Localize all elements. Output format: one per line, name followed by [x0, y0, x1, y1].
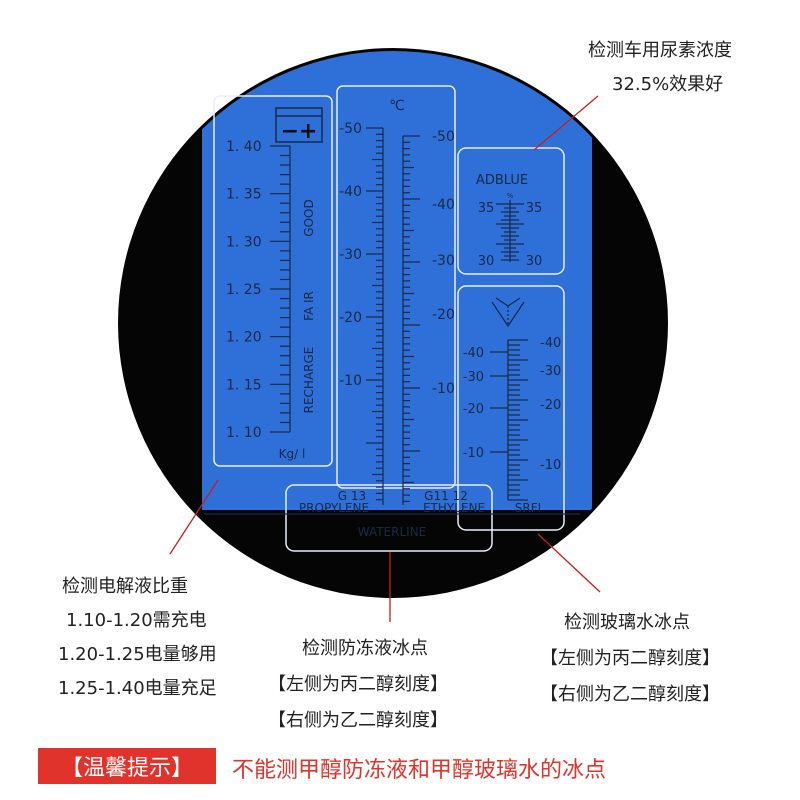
battery-tick-label: 1. 40	[226, 139, 262, 155]
propylene-code: G 13	[338, 489, 366, 503]
waterline-label: WATERLINE	[358, 525, 427, 539]
glass-callout-line-1: 检测玻璃水冰点	[564, 612, 690, 633]
adblue-callout: 检测车用尿素浓度 32.5%效果好	[588, 42, 732, 94]
af-left-tick-label: -10	[339, 373, 362, 389]
glass-callout-line-3: 【右侧为乙二醇刻度】	[540, 684, 720, 705]
celsius-unit: ℃	[389, 98, 405, 114]
tip-text: 不能测甲醇防冻液和甲醇玻璃水的冰点	[232, 758, 607, 783]
battery-callout-line-3: 1.20-1.25电量够用	[58, 644, 217, 665]
srfi-frame	[457, 285, 565, 531]
battery-pointer	[169, 479, 219, 555]
blue-field	[202, 51, 592, 516]
adblue-top-right: 35	[526, 201, 543, 216]
af-left-tick-label: -20	[339, 310, 362, 326]
battery-callout-line-2: 1.10-1.20需充电	[66, 610, 207, 631]
adblue-callout-line-2: 32.5%效果好	[612, 74, 724, 95]
glass-callout-line-2: 【左侧为丙二醇刻度】	[540, 648, 720, 669]
battery-tick-label: 1. 25	[226, 282, 262, 298]
adblue-top-left: 35	[478, 201, 495, 216]
waterline-frame	[285, 484, 493, 552]
af-right-tick-label: -50	[432, 129, 455, 145]
srfi-right-tick-label: -30	[540, 364, 561, 379]
adblue-bottom-right: 30	[526, 254, 543, 269]
battery-label-recharge: RECHARGE	[302, 347, 316, 414]
srfi-left-tick-label: -30	[463, 370, 484, 385]
plus-minus-icon: −+	[275, 107, 323, 144]
srfi-right-tick-label: -40	[540, 336, 561, 351]
battery-callout-line-1: 检测电解液比重	[62, 576, 188, 597]
battery-tick-label: 1. 20	[226, 330, 262, 346]
glass-callout: 检测玻璃水冰点 【左侧为丙二醇刻度】 【右侧为乙二醇刻度】	[540, 614, 720, 704]
af-left-tick-label: -30	[339, 247, 362, 263]
battery-tick-label: 1. 15	[226, 377, 262, 393]
battery-tick-label: 1. 30	[226, 234, 262, 250]
antifreeze-callout: 检测防冻液冰点 【左侧为丙二醇刻度】 【右侧为乙二醇刻度】	[268, 640, 448, 730]
srfi-scale	[490, 339, 528, 501]
af-right-tick-label: -40	[432, 197, 455, 213]
propylene-label: PROPYLENE	[299, 501, 369, 515]
af-left-tick-label: -40	[339, 184, 362, 200]
prism-icon	[491, 297, 525, 328]
adblue-callout-line-1: 检测车用尿素浓度	[588, 40, 732, 61]
adblue-percent: %	[507, 192, 514, 200]
battery-label-good: GOOD	[302, 199, 316, 236]
antifreeze-callout-line-1: 检测防冻液冰点	[302, 638, 428, 659]
tip-badge: 【温馨提示】	[38, 748, 216, 784]
antifreeze-callout-line-3: 【右侧为乙二醇刻度】	[268, 710, 448, 731]
srfi-left-tick-label: -40	[463, 346, 484, 361]
battery-tick-label: 1. 10	[226, 425, 262, 441]
srfi-right-tick-label: -20	[540, 398, 561, 413]
battery-callout-line-4: 1.25-1.40电量充足	[58, 678, 217, 699]
af-right-tick-label: -20	[432, 307, 455, 323]
battery-unit: Kg/ l	[279, 447, 306, 461]
battery-callout: 检测电解液比重 1.10-1.20需充电 1.20-1.25电量够用 1.25-…	[58, 578, 217, 698]
srfi-right-tick-label: -10	[540, 458, 561, 473]
antifreeze-left-scale	[366, 127, 384, 505]
adblue-title: ADBLUE	[476, 173, 528, 188]
adblue-frame	[457, 147, 565, 275]
ethylene-code: G11 12	[424, 489, 468, 503]
adblue-scale	[496, 200, 524, 262]
plus-minus-label: −+	[281, 119, 318, 144]
ethylene-label: ETHYLENE	[423, 501, 485, 515]
af-right-tick-label: -30	[432, 253, 455, 269]
antifreeze-right-scale	[402, 135, 420, 505]
glass-pointer	[537, 533, 601, 593]
antifreeze-callout-line-2: 【左侧为丙二醇刻度】	[268, 674, 448, 695]
srfi-left-tick-label: -10	[463, 446, 484, 461]
antifreeze-frame	[336, 85, 456, 489]
af-right-tick-label: -10	[432, 381, 455, 397]
srfi-label: SRFI	[515, 501, 541, 515]
af-left-tick-label: -50	[339, 121, 362, 137]
battery-frame	[213, 95, 333, 467]
battery-scale	[270, 145, 291, 433]
adblue-bottom-left: 30	[478, 254, 495, 269]
battery-label-fair: FA IR	[302, 291, 316, 321]
srfi-left-tick-label: -20	[463, 402, 484, 417]
battery-tick-label: 1. 35	[226, 187, 262, 203]
adblue-pointer	[533, 95, 599, 151]
